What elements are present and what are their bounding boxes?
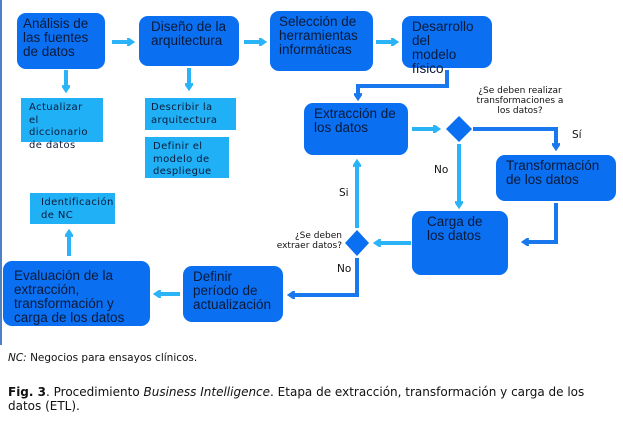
caption-rest: . Etapa de extracción, transformación y … [8,385,585,413]
note-definir-modelo: Definir el modelo de despliegue [145,137,229,178]
figure-caption: Fig. 3. Procedimiento Business Intellige… [8,385,620,413]
branch-label-extraer-yes: Si [339,187,349,199]
caption-italic: Business Intelligence [143,385,271,399]
arrow-transformacion-carga [524,203,558,242]
note-actualizar-diccionario: Actualizar el diccionario de datos [21,98,103,151]
branch-label-transformar-yes: Sí [572,129,582,141]
process-extraccion: Extracción de los datos [304,103,408,155]
process-label: Evaluación de la extracción, transformac… [14,268,125,325]
process-diseno-arquitectura: Diseño de la arquitectura [139,16,239,66]
process-label: Análisis de las fuentes de datos [23,16,89,59]
arrow-desarrollo-extraccion [358,70,449,98]
process-analisis-fuentes: Análisis de las fuentes de datos [17,13,105,69]
caption-sep: . Procedimiento [46,385,144,399]
decision-label-transformar: ¿Se deben realizar transformaciones a lo… [476,86,564,116]
process-evaluacion: Evaluación de la extracción, transformac… [3,261,150,326]
arrow-decision-definir [290,258,359,295]
note-label: Describir la arquitectura [151,102,218,126]
arrow-decision-transformacion [473,127,556,148]
left-border-line [0,0,2,345]
decision-diamond-extraer [345,230,369,256]
note-label: Identificación de NC [41,197,114,221]
decision-diamond-transformar [446,116,472,142]
process-label: Desarrollo del modelo físico [412,19,474,76]
branch-label-transformar-no: No [434,164,449,176]
process-carga: Carga de los datos [412,211,508,275]
process-label: Definir período de actualización [193,269,272,312]
process-label: Diseño de la arquitectura [151,19,227,48]
process-definir-periodo: Definir período de actualización [183,266,283,322]
caption-label: Fig. 3 [8,385,46,399]
process-label: Carga de los datos [427,214,483,243]
process-transformacion: Transformación de los datos [496,155,616,201]
process-label: Extracción de los datos [314,106,396,135]
branch-label-extraer-no: No [337,263,352,275]
footnote-text: Negocios para ensayos clínicos. [30,352,198,364]
process-label: Selección de herramientas informáticas [279,14,358,57]
process-desarrollo-modelo: Desarrollo del modelo físico [402,16,492,76]
note-describir-arquitectura: Describir la arquitectura [145,98,236,130]
process-label: Transformación de los datos [506,158,600,187]
note-label: Definir el modelo de despliegue [153,141,212,177]
note-identificacion-nc: Identificación de NC [30,193,115,224]
footnote-abbr: NC: [8,352,27,364]
decision-label-extraer: ¿Se deben extraer datos? [276,231,342,251]
process-seleccion-herramientas: Selección de herramientas informáticas [270,11,373,71]
note-label: Actualizar el diccionario de datos [29,102,88,151]
footnote: NC: Negocios para ensayos clínicos. [8,352,197,364]
